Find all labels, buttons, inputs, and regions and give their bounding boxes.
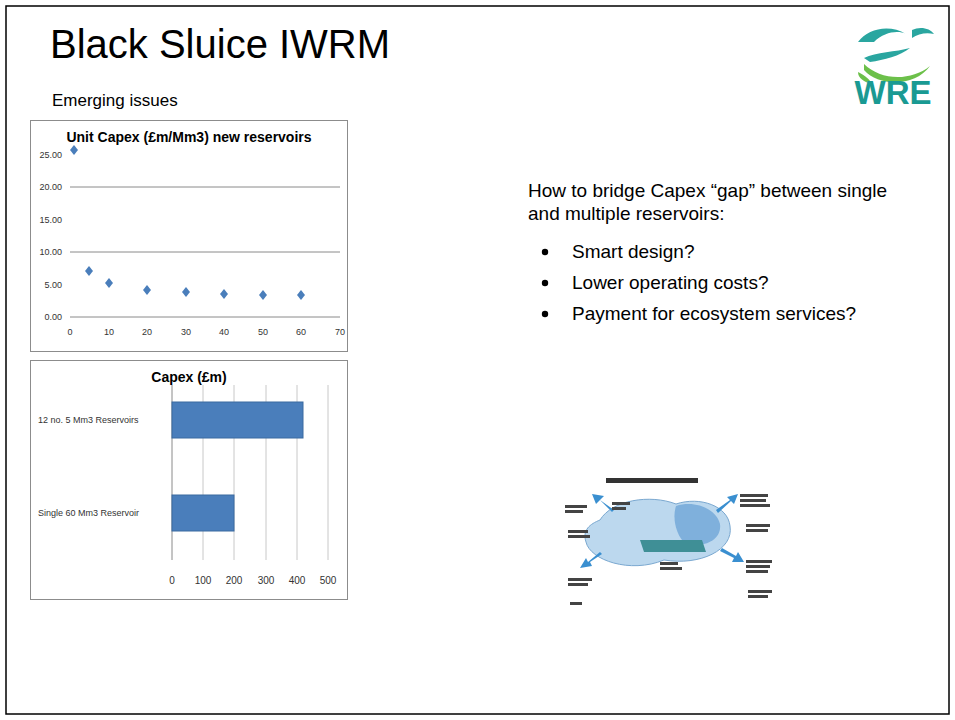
axis-tick: 300 [258, 575, 275, 586]
axis-tick: 10.00 [39, 247, 62, 257]
axis-tick: 20.00 [39, 182, 62, 192]
subtitle: Emerging issues [52, 91, 178, 111]
category-label: Single 60 Mm3 Reservoir [38, 508, 139, 518]
axis-tick: 25.00 [39, 150, 62, 160]
scatter-plot [70, 145, 340, 324]
axis-tick: 0 [169, 575, 175, 586]
axis-tick: 5.00 [44, 280, 62, 290]
slide-border [6, 6, 949, 714]
question-text: How to bridge Capex “gap” between single… [528, 180, 918, 226]
bar-chart [172, 385, 328, 560]
bullet-dots [542, 249, 548, 317]
axis-tick: 0 [67, 327, 72, 337]
logo-text: WRE [855, 74, 932, 112]
axis-tick: 70 [335, 327, 345, 337]
chart-title: Unit Capex (£m/Mm3) new reservoirs [31, 121, 347, 145]
catchment-illustration [565, 478, 772, 605]
category-label: 12 no. 5 Mm3 Reservoirs [38, 415, 139, 425]
axis-tick: 0.00 [44, 312, 62, 322]
axis-tick: 10 [104, 327, 114, 337]
axis-tick: 15.00 [39, 215, 62, 225]
axis-tick: 400 [289, 575, 306, 586]
chart-title: Capex (£m) [31, 361, 347, 385]
axis-tick: 40 [219, 327, 229, 337]
axis-tick: 100 [195, 575, 212, 586]
bullet-text: Payment for ecosystem services? [572, 303, 856, 325]
axis-tick: 200 [226, 575, 243, 586]
chart-panel: Unit Capex (£m/Mm3) new reservoirs [30, 120, 348, 352]
chart-panel: Capex (£m) [30, 360, 348, 600]
axis-tick: 20 [142, 327, 152, 337]
slide-title: Black Sluice IWRM [50, 22, 390, 67]
bullet-text: Smart design? [572, 241, 695, 263]
axis-tick: 50 [258, 327, 268, 337]
axis-tick: 30 [181, 327, 191, 337]
bullet-text: Lower operating costs? [572, 272, 768, 294]
axis-tick: 60 [296, 327, 306, 337]
axis-tick: 500 [320, 575, 337, 586]
